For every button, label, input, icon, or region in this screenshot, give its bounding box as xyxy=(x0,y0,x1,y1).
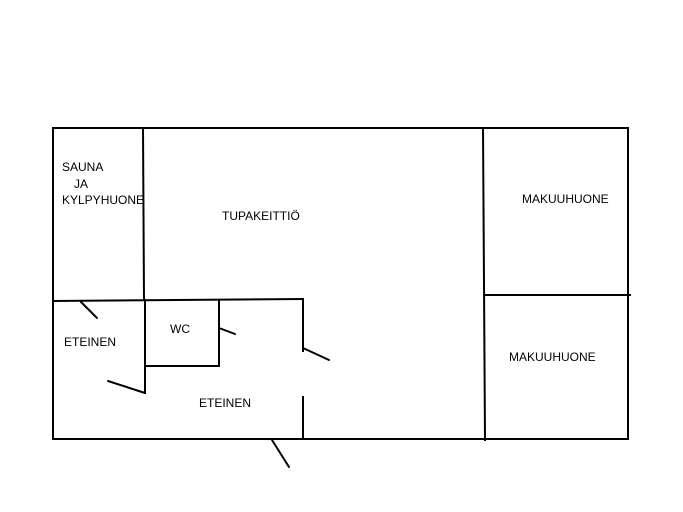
bedroom-wall xyxy=(481,126,487,442)
label-sauna-2: JA xyxy=(74,177,88,191)
door-entrance xyxy=(271,439,290,468)
door-sauna xyxy=(80,301,98,319)
outer-wall xyxy=(52,127,629,440)
hall-top-wall xyxy=(51,297,305,303)
label-wc: WC xyxy=(170,322,190,336)
label-sauna-3: KYLPYHUONE xyxy=(62,193,144,207)
door-wc xyxy=(218,327,236,335)
label-bedroom-top: MAKUUHUONE xyxy=(522,192,609,206)
door-hall-left xyxy=(107,380,146,394)
label-hall-left: ETEINEN xyxy=(64,335,116,349)
label-hall-center: ETEINEN xyxy=(199,396,251,410)
label-living-kitchen: TUPAKEITTIÖ xyxy=(222,209,300,223)
label-sauna-1: SAUNA xyxy=(62,160,103,174)
sauna-wall xyxy=(141,126,146,302)
door-living xyxy=(302,347,330,361)
label-bedroom-bottom: MAKUUHUONE xyxy=(509,350,596,364)
